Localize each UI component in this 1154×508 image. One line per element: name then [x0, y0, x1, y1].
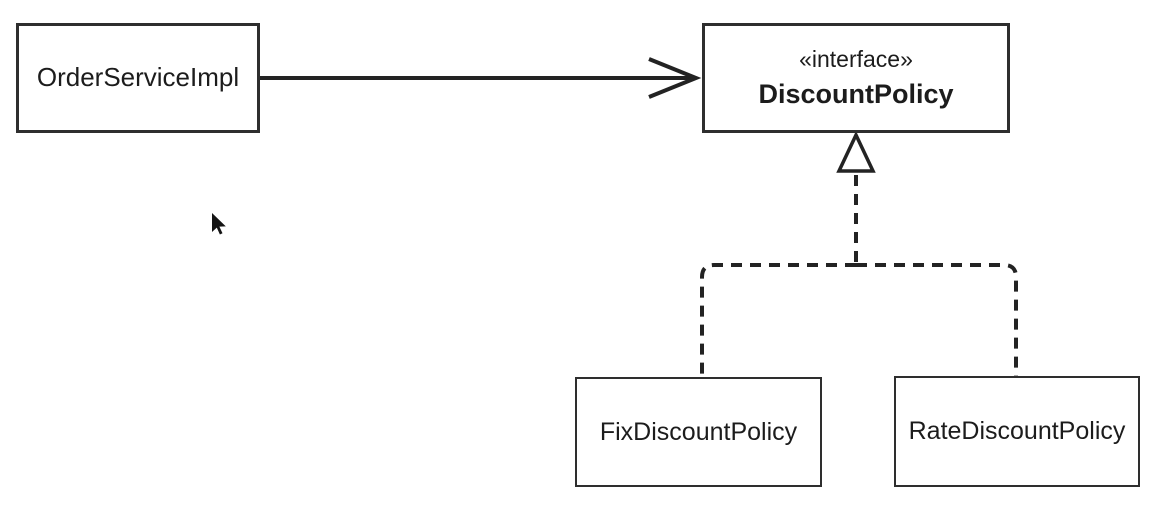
node-order-label: OrderServiceImpl: [36, 62, 240, 93]
node-fix-discount-policy: FixDiscountPolicy: [575, 377, 822, 487]
node-rate-label: RateDiscountPolicy: [908, 417, 1126, 446]
node-interface-label: DiscountPolicy: [758, 78, 954, 109]
node-fix-label: FixDiscountPolicy: [599, 417, 798, 446]
association-arrow: [259, 57, 702, 99]
node-interface-stereotype: «interface»: [799, 46, 913, 72]
open-arrowhead-icon: [648, 57, 702, 99]
realization-branch-left: [700, 263, 856, 379]
node-discount-policy-interface: «interface» DiscountPolicy: [702, 23, 1010, 133]
mouse-cursor-icon: [212, 213, 226, 235]
hollow-triangle-arrowhead-icon: [836, 130, 876, 173]
node-order-service-impl: OrderServiceImpl: [16, 23, 260, 133]
realization-connector: [700, 130, 1018, 379]
realization-branch-right: [856, 263, 1018, 378]
node-rate-discount-policy: RateDiscountPolicy: [894, 376, 1140, 487]
